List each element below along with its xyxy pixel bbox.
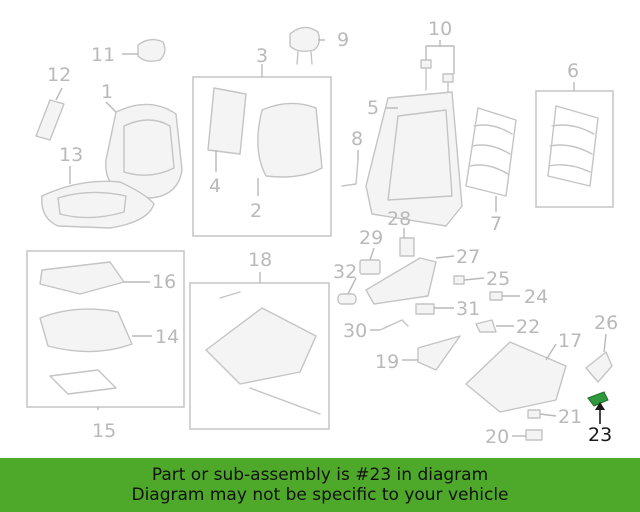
- part-27-side-shield: [365, 257, 437, 305]
- part-14-cushion-pad: [39, 308, 133, 353]
- callout-18[interactable]: 18: [248, 249, 272, 271]
- callout-32[interactable]: 32: [333, 261, 357, 283]
- callout-9[interactable]: 9: [337, 29, 349, 51]
- callout-6[interactable]: 6: [567, 60, 579, 82]
- banner-line-part: Part or sub-assembly is #23 in diagram: [151, 465, 489, 485]
- callout-8[interactable]: 8: [351, 128, 363, 150]
- callout-27[interactable]: 27: [456, 246, 480, 268]
- part-13-cushion: [41, 180, 155, 229]
- part-7-spring-mat: [465, 107, 517, 197]
- callout-26[interactable]: 26: [594, 312, 618, 334]
- callout-28[interactable]: 28: [387, 208, 411, 230]
- part-30-lever: [379, 319, 409, 331]
- leader-lines: [55, 39, 607, 437]
- callout-11[interactable]: 11: [91, 44, 115, 66]
- banner-line-disclaimer: Diagram may not be specific to your vehi…: [131, 485, 509, 505]
- callout-5[interactable]: 5: [367, 97, 379, 119]
- part-31-switch: [415, 303, 435, 315]
- callout-10[interactable]: 10: [428, 18, 452, 40]
- callout-21[interactable]: 21: [558, 406, 582, 428]
- callout-23-highlighted[interactable]: 23: [588, 424, 612, 446]
- part-25-clip: [453, 275, 465, 285]
- part-9-headrest: [289, 26, 321, 65]
- part-23-highlighted[interactable]: [587, 391, 609, 407]
- callout-19[interactable]: 19: [375, 351, 399, 373]
- part-20-clip: [525, 429, 543, 441]
- exploded-seat-diagram: 1 2 3 4 5 6 7 8 9 10 11 12 13 14 15 16 1…: [26, 18, 618, 448]
- part-29-cover: [359, 259, 381, 275]
- part-5-back-frame: [365, 91, 463, 227]
- callout-12[interactable]: 12: [47, 64, 71, 86]
- part-15-mat: [49, 369, 117, 395]
- part-12-trim: [35, 99, 65, 141]
- callout-25[interactable]: 25: [486, 268, 510, 290]
- callout-1[interactable]: 1: [101, 81, 113, 103]
- part-4-pad: [207, 87, 247, 155]
- part-21-clip: [527, 409, 541, 419]
- part-32-cap: [337, 293, 357, 305]
- callout-3[interactable]: 3: [256, 45, 268, 67]
- callout-7[interactable]: 7: [490, 213, 502, 235]
- part-22-bracket: [475, 319, 497, 333]
- callout-4[interactable]: 4: [209, 175, 221, 197]
- group-box-15: [26, 250, 185, 408]
- callout-16[interactable]: 16: [152, 271, 176, 293]
- callout-labels: 1 2 3 4 5 6 7 8 9 10 11 12 13 14 15 16 1…: [47, 18, 618, 448]
- info-banner: Part or sub-assembly is #23 in diagram D…: [0, 458, 640, 512]
- part-2-back-panel: [257, 102, 323, 178]
- callout-14[interactable]: 14: [155, 326, 179, 348]
- part-17-track: [465, 341, 567, 413]
- callout-17[interactable]: 17: [558, 330, 582, 352]
- part-26-cover: [585, 351, 613, 383]
- callout-29[interactable]: 29: [359, 227, 383, 249]
- callout-31[interactable]: 31: [456, 298, 480, 320]
- part-1-seatback: [105, 103, 183, 199]
- part-18-track: [205, 291, 321, 415]
- callout-30[interactable]: 30: [343, 320, 367, 342]
- callout-24[interactable]: 24: [524, 286, 548, 308]
- callout-20[interactable]: 20: [485, 426, 509, 448]
- part-6-spring-mat: [547, 105, 599, 187]
- part-11-headrest: [137, 38, 166, 63]
- callout-2[interactable]: 2: [250, 200, 262, 222]
- part-28-knob: [399, 237, 415, 257]
- part-19-bar: [417, 335, 461, 371]
- callout-22[interactable]: 22: [516, 316, 540, 338]
- group-box-6: [535, 90, 614, 208]
- part-8-bracket: [341, 159, 359, 187]
- callout-15[interactable]: 15: [92, 420, 116, 442]
- callout-13[interactable]: 13: [59, 144, 83, 166]
- part-16-pad: [39, 261, 125, 295]
- part-24-clip: [489, 291, 503, 301]
